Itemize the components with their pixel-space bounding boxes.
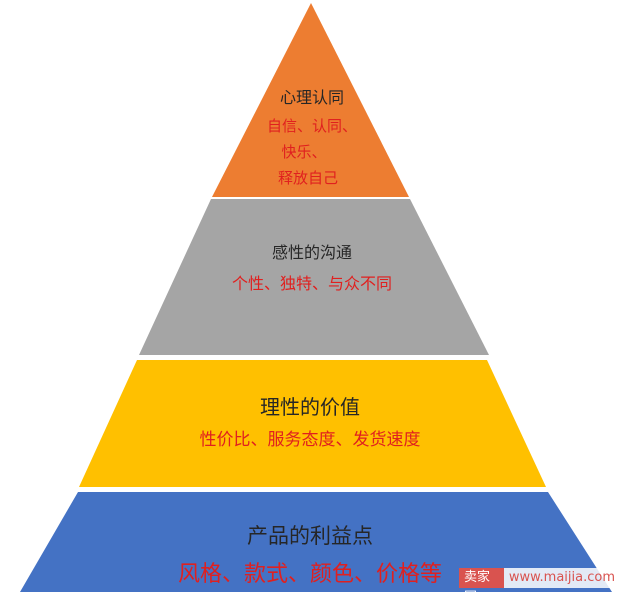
watermark-url: www.maijia.com	[503, 568, 620, 588]
level-3-title: 理性的价值	[260, 395, 360, 419]
watermark: 卖家网 www.maijia.com	[459, 568, 620, 605]
level-1-title: 心理认同	[279, 88, 345, 107]
pyramid-level-4-band	[20, 492, 612, 592]
level-3-desc: 性价比、服务态度、发货速度	[199, 430, 421, 450]
pyramid-level-1-band	[212, 3, 409, 197]
pyramid-level-3-band	[79, 360, 546, 487]
level-1-desc-line-2: 快乐、	[281, 143, 327, 161]
level-1-desc-line-1: 自信、认同、	[266, 117, 358, 135]
pyramid-level-2-band	[139, 199, 489, 355]
level-2-desc: 个性、独特、与众不同	[231, 274, 393, 293]
pyramid-svg	[20, 3, 612, 592]
level-2-title: 感性的沟通	[271, 243, 353, 262]
level-4-title: 产品的利益点	[247, 524, 373, 548]
level-4-desc: 风格、款式、颜色、价格等	[177, 562, 443, 587]
watermark-brand: 卖家网	[459, 568, 504, 605]
level-1-desc-line-3: 释放自己	[277, 169, 339, 187]
